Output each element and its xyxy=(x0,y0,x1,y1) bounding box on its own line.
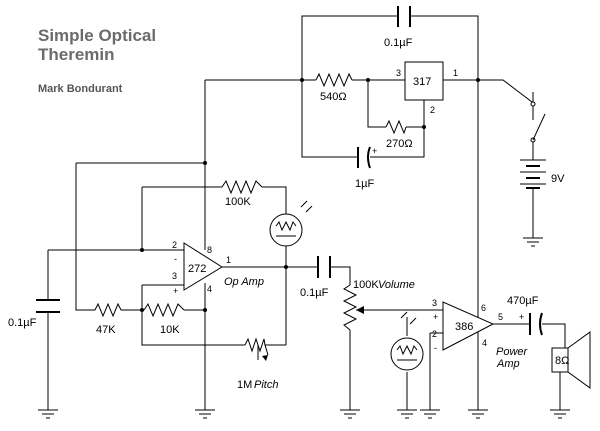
regulator-pin-adj: 2 xyxy=(430,105,435,115)
capacitor-1uf-plus: + xyxy=(372,146,377,156)
regulator-317: 317 3 1 2 xyxy=(396,61,458,115)
ground-speaker xyxy=(550,409,570,419)
power-amp-pin-6: 6 xyxy=(481,303,486,313)
op-amp-caption: Op Amp xyxy=(224,276,264,288)
resistor-10k: 10K xyxy=(143,302,185,336)
resistor-10k-label: 10K xyxy=(160,324,180,336)
capacitor-out-plus: + xyxy=(519,312,524,322)
ground-battery xyxy=(523,237,543,247)
photocell-pitch xyxy=(269,200,313,247)
resistor-540-label: 540Ω xyxy=(320,91,347,103)
op-amp-minus: - xyxy=(174,254,177,264)
title-line-1: Simple Optical xyxy=(38,26,156,45)
ground-amp-minus xyxy=(420,409,440,419)
op-amp-272: 272 2 - 3 + 8 1 4 Op Amp xyxy=(172,240,264,296)
capacitor-out: + 470µF xyxy=(507,295,543,336)
ground-symbols xyxy=(38,409,570,419)
regulator-pin-in: 3 xyxy=(396,68,401,78)
author-name: Mark Bondurant xyxy=(38,83,123,95)
op-amp-plus: + xyxy=(173,286,178,296)
capacitor-out-label: 470µF xyxy=(507,295,539,307)
resistor-47k-label: 47K xyxy=(96,324,116,336)
power-amp-pin-4: 4 xyxy=(482,338,487,348)
pitch-value: 1M xyxy=(237,379,252,391)
ground-photocell xyxy=(397,409,417,419)
ground-op-amp xyxy=(195,409,215,419)
resistor-47k: 47K xyxy=(94,302,122,336)
power-amp-caption-1: Power xyxy=(496,346,529,358)
capacitor-top-label: 0.1µF xyxy=(384,37,413,49)
ground-left-cap xyxy=(38,409,58,419)
ground-volume xyxy=(340,409,360,419)
speaker-8ohm: 8Ω xyxy=(551,331,591,389)
op-amp-pin-1: 1 xyxy=(226,255,231,265)
potentiometer-pitch: 1M Pitch xyxy=(237,337,278,391)
resistor-100k: 100K xyxy=(221,179,263,208)
power-amp-pin-5: 5 xyxy=(498,312,503,322)
ground-amp-rail xyxy=(468,409,488,419)
op-amp-pin-2: 2 xyxy=(172,240,177,250)
junction-dots xyxy=(140,78,480,312)
power-amp-pin-2: 2 xyxy=(432,329,437,339)
power-amp-caption-2: Amp xyxy=(496,358,520,370)
volume-value: 100K xyxy=(353,279,379,291)
battery-label: 9V xyxy=(551,173,565,185)
capacitor-mid: 0.1µF xyxy=(300,256,331,299)
op-amp-pin-3: 3 xyxy=(172,271,177,281)
capacitor-mid-label: 0.1µF xyxy=(300,287,329,299)
photocell-volume xyxy=(390,311,424,371)
power-amp-plus: + xyxy=(433,312,438,322)
wires xyxy=(47,15,566,410)
regulator-pin-out: 1 xyxy=(453,68,458,78)
power-amp-minus: - xyxy=(434,343,437,353)
resistor-540: 540Ω xyxy=(315,72,353,103)
capacitor-1uf-label: 1µF xyxy=(355,178,374,190)
op-amp-label: 272 xyxy=(188,263,206,275)
battery-9v: 9V xyxy=(520,159,565,189)
power-amp-386: 386 3 + 2 - 6 5 4 Power Amp xyxy=(432,298,529,370)
potentiometer-volume: 100K Volume xyxy=(342,279,415,331)
op-amp-pin-4: 4 xyxy=(207,284,212,294)
power-switch xyxy=(530,101,546,143)
op-amp-pin-8: 8 xyxy=(207,245,212,255)
power-amp-pin-3: 3 xyxy=(432,298,437,308)
volume-label: Volume xyxy=(378,279,415,291)
resistor-270-label: 270Ω xyxy=(386,138,413,150)
capacitor-1uf: + 1µF xyxy=(355,146,377,190)
speaker-label: 8Ω xyxy=(555,355,569,367)
power-amp-label: 386 xyxy=(455,321,473,333)
regulator-label: 317 xyxy=(413,76,431,88)
capacitor-left-label: 0.1µF xyxy=(8,317,37,329)
capacitor-top: 0.1µF xyxy=(384,6,413,49)
resistor-270: 270Ω xyxy=(385,119,413,150)
resistor-100k-label: 100K xyxy=(225,196,251,208)
pitch-label: Pitch xyxy=(254,379,278,391)
capacitor-left: 0.1µF xyxy=(8,299,60,329)
title-line-2: Theremin xyxy=(38,45,115,64)
